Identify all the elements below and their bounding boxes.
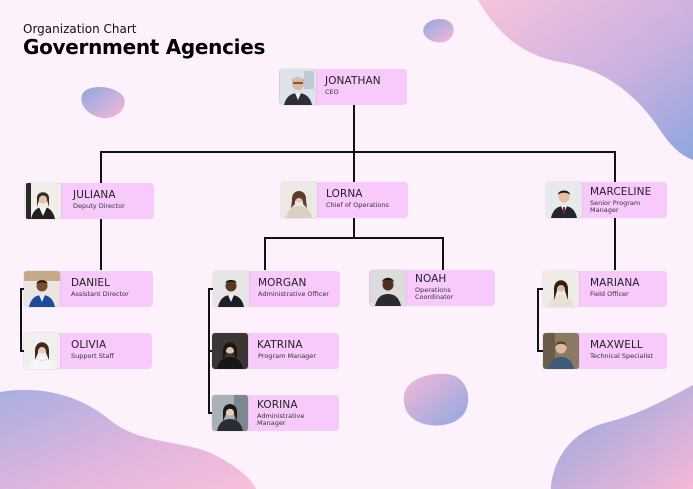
node-name: JULIANA xyxy=(73,189,116,201)
corner-blob-bottom-right xyxy=(551,385,693,489)
node-maxwell[interactable]: MAXWELL Technical Specialist xyxy=(543,333,667,369)
node-name: MAXWELL xyxy=(590,339,643,351)
avatar-lorna xyxy=(281,182,317,218)
node-name: MARCELINE xyxy=(590,186,652,198)
avatar-korina xyxy=(212,395,248,431)
blob-bottom-center xyxy=(403,373,469,426)
avatar-maxwell xyxy=(543,333,579,369)
node-name: KATRINA xyxy=(257,339,303,351)
node-role-line-1: Operations xyxy=(415,286,451,294)
node-lorna[interactable]: LORNA Chief of Operations xyxy=(281,182,408,218)
avatar-marceline xyxy=(546,182,582,218)
node-katrina[interactable]: KATRINA Program Manager xyxy=(212,333,339,369)
chart-title: Government Agencies xyxy=(23,35,266,59)
small-blob-left xyxy=(81,86,125,119)
avatar-morgan xyxy=(213,271,249,307)
node-role: Administrative Officer xyxy=(258,290,330,298)
node-name: LORNA xyxy=(326,188,363,200)
chart-subtitle: Organization Chart xyxy=(23,22,137,36)
node-role: Chief of Operations xyxy=(326,201,389,209)
node-name: OLIVIA xyxy=(71,339,107,351)
node-role-line-2: Manager xyxy=(590,206,619,214)
node-jonathan[interactable]: JONATHAN CEO xyxy=(279,69,407,105)
node-role: CEO xyxy=(325,88,339,96)
corner-blob-top-right xyxy=(478,0,693,160)
avatar-olivia xyxy=(24,333,60,369)
small-blob-top xyxy=(423,18,454,43)
node-name: DANIEL xyxy=(71,277,111,289)
avatar-katrina xyxy=(212,333,248,369)
node-marceline[interactable]: MARCELINE Senior Program Manager xyxy=(546,182,667,218)
node-role-line-2: Manager xyxy=(257,419,286,427)
node-role: Assistant Director xyxy=(71,290,129,298)
node-name: KORINA xyxy=(257,399,298,411)
avatar-mariana xyxy=(543,271,579,307)
node-korina[interactable]: KORINA Administrative Manager xyxy=(212,395,339,431)
avatar-juliana xyxy=(25,183,61,219)
node-role-line-2: Coordinator xyxy=(415,293,454,301)
node-role: Technical Specialist xyxy=(590,352,654,360)
node-role: Program Manager xyxy=(258,352,316,360)
node-role: Support Staff xyxy=(71,352,114,360)
node-name: MORGAN xyxy=(258,277,307,289)
avatar-daniel xyxy=(24,271,60,307)
node-name: MARIANA xyxy=(590,277,640,289)
avatar-jonathan xyxy=(280,69,316,105)
node-role-line-1: Administrative xyxy=(257,412,305,420)
corner-blob-bottom-left xyxy=(0,389,256,489)
node-juliana[interactable]: JULIANA Deputy Director xyxy=(25,183,154,219)
node-role: Field Officer xyxy=(590,290,629,298)
node-name: NOAH xyxy=(415,273,447,285)
node-role-line-1: Senior Program xyxy=(590,199,641,207)
node-role: Deputy Director xyxy=(73,202,125,210)
node-mariana[interactable]: MARIANA Field Officer xyxy=(543,271,667,307)
node-morgan[interactable]: MORGAN Administrative Officer xyxy=(213,271,340,307)
node-noah[interactable]: NOAH Operations Coordinator xyxy=(369,270,495,306)
node-name: JONATHAN xyxy=(325,75,381,87)
node-olivia[interactable]: OLIVIA Support Staff xyxy=(24,333,152,369)
node-daniel[interactable]: DANIEL Assistant Director xyxy=(24,271,153,307)
avatar-noah xyxy=(370,270,406,306)
